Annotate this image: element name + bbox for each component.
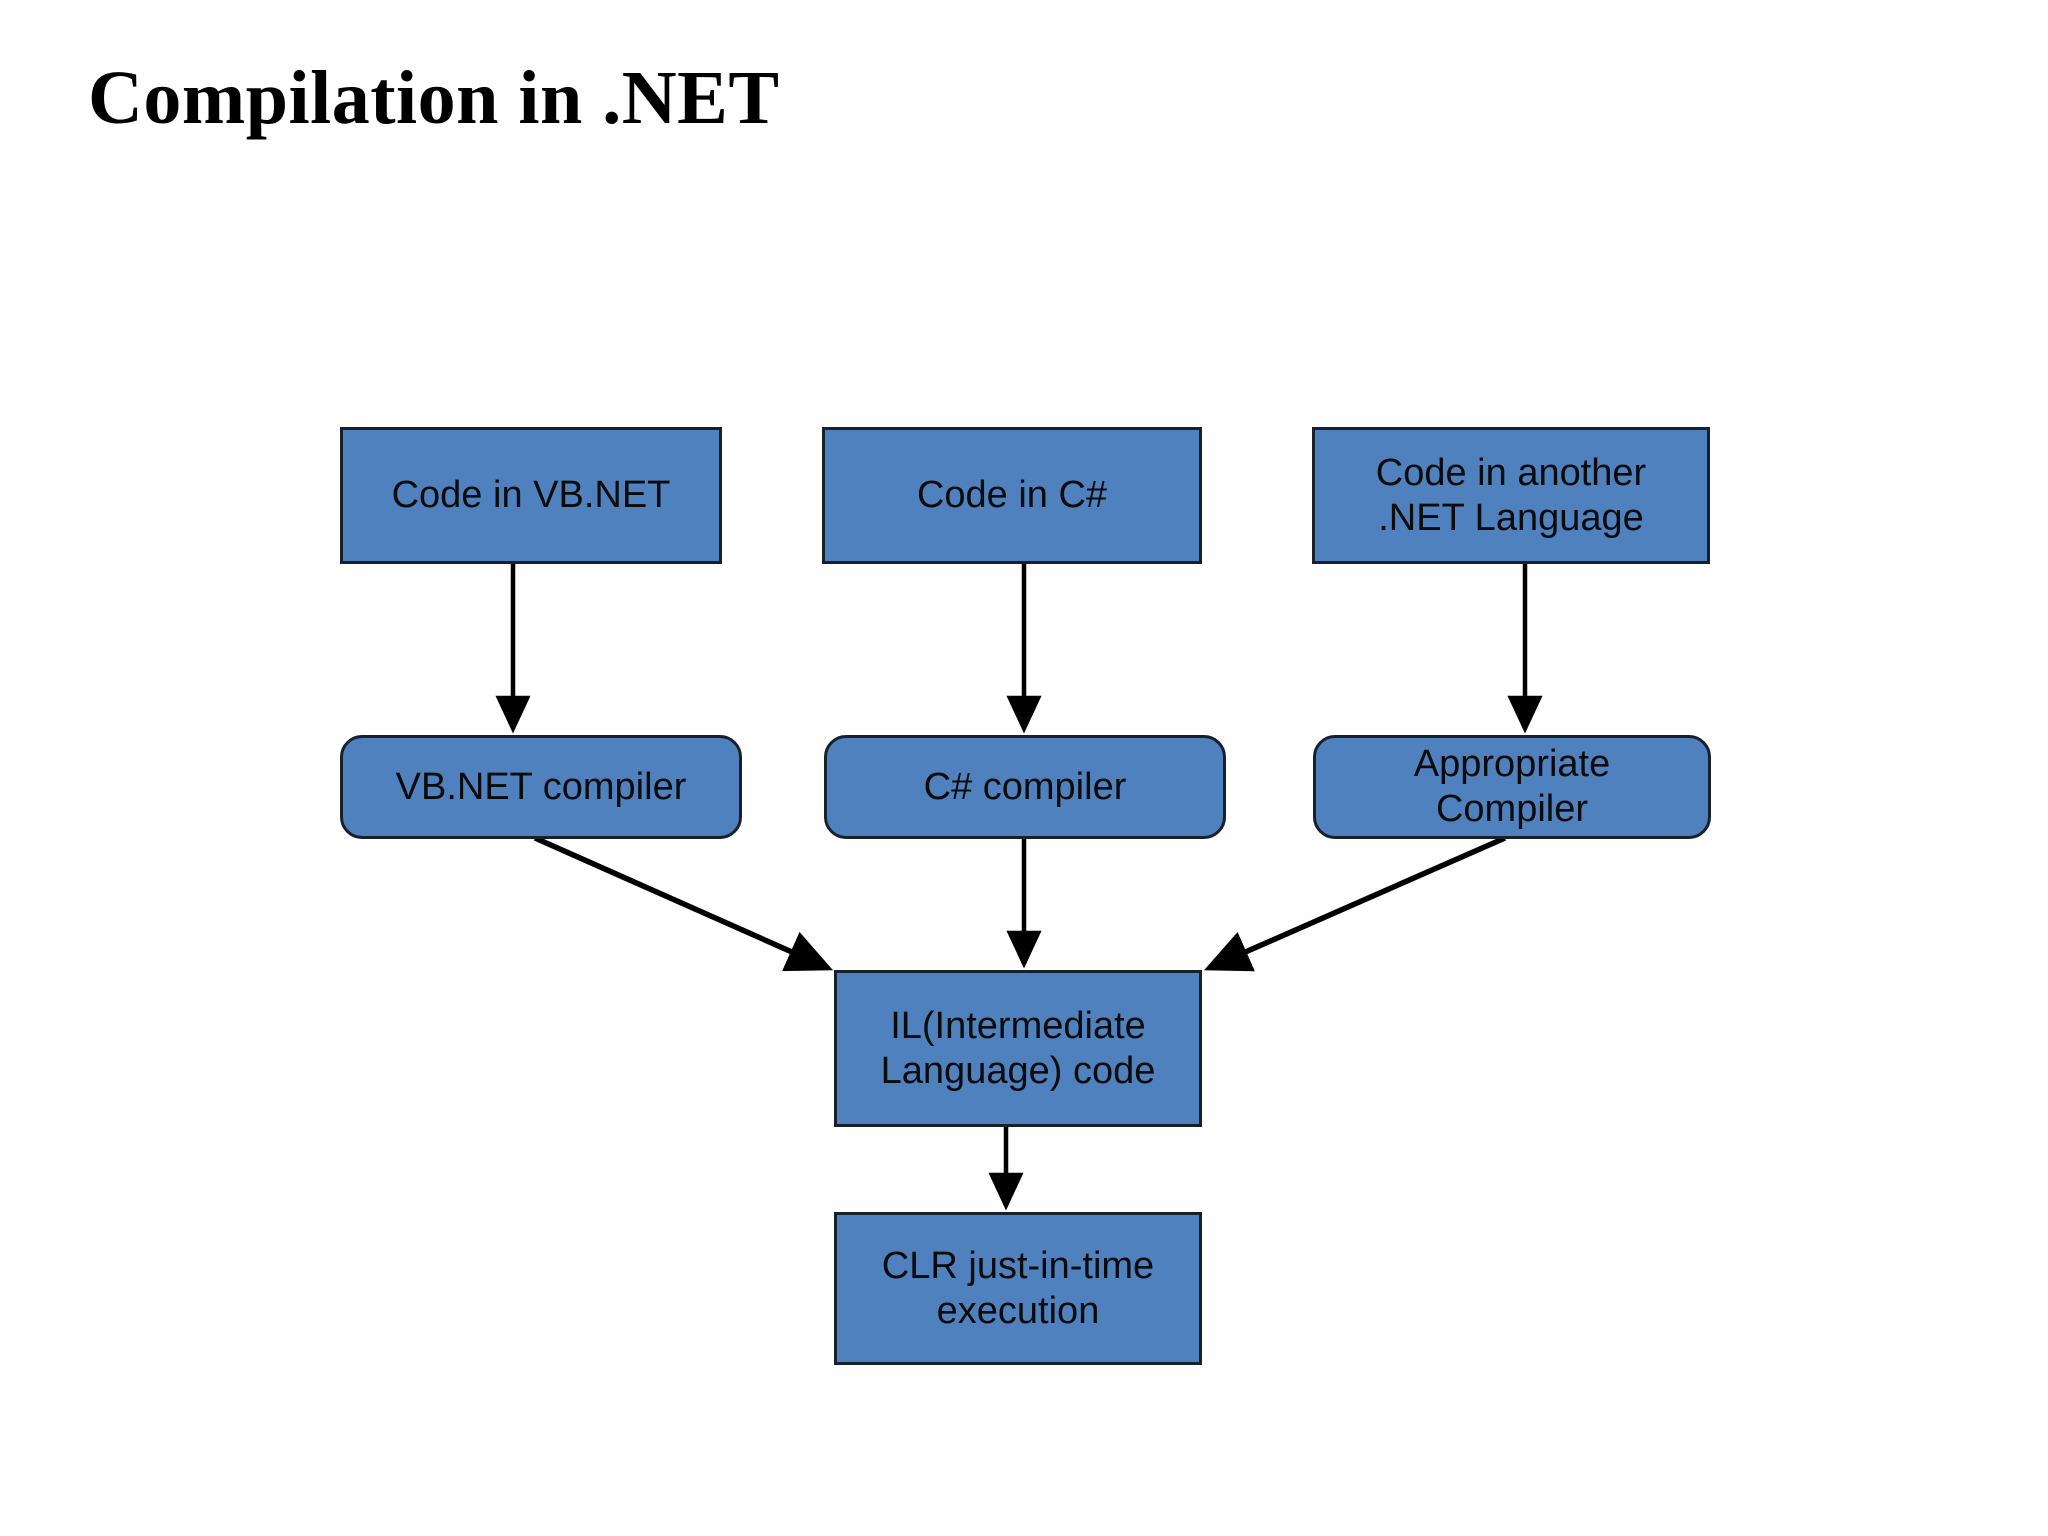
node-vb-net-compiler[interactable]: VB.NET compiler bbox=[340, 735, 742, 839]
node-code-in-csharp[interactable]: Code in C# bbox=[822, 427, 1202, 564]
node-code-in-another-net-language[interactable]: Code in another .NET Language bbox=[1312, 427, 1710, 564]
node-clr-just-in-time-execution[interactable]: CLR just-in-time execution bbox=[834, 1212, 1202, 1365]
node-csharp-compiler[interactable]: C# compiler bbox=[824, 735, 1226, 839]
node-label: VB.NET compiler bbox=[395, 765, 687, 808]
node-label-line-2: Compiler bbox=[1435, 788, 1589, 830]
node-label-line-2: Language) code bbox=[880, 1049, 1156, 1092]
node-label-line-2: .NET Language bbox=[1378, 496, 1644, 539]
node-label: C# compiler bbox=[923, 765, 1127, 808]
node-appropriate-compiler[interactable]: Appropriate Compiler bbox=[1313, 735, 1711, 839]
page-title: Compilation in .NET bbox=[88, 56, 780, 140]
node-label-line-1: IL(Intermediate bbox=[890, 1004, 1146, 1047]
node-il-intermediate-language-code[interactable]: IL(Intermediate Language) code bbox=[834, 970, 1202, 1127]
node-label-line-1: Code in another bbox=[1375, 451, 1647, 494]
node-label: Code in C# bbox=[916, 474, 1108, 517]
node-label: Code in VB.NET bbox=[391, 474, 671, 517]
node-label-line-1: Appropriate bbox=[1413, 743, 1611, 786]
node-label-line-2: execution bbox=[936, 1289, 1100, 1332]
node-label-line-1: CLR just-in-time bbox=[881, 1244, 1155, 1287]
node-code-in-vb-net[interactable]: Code in VB.NET bbox=[340, 427, 722, 564]
